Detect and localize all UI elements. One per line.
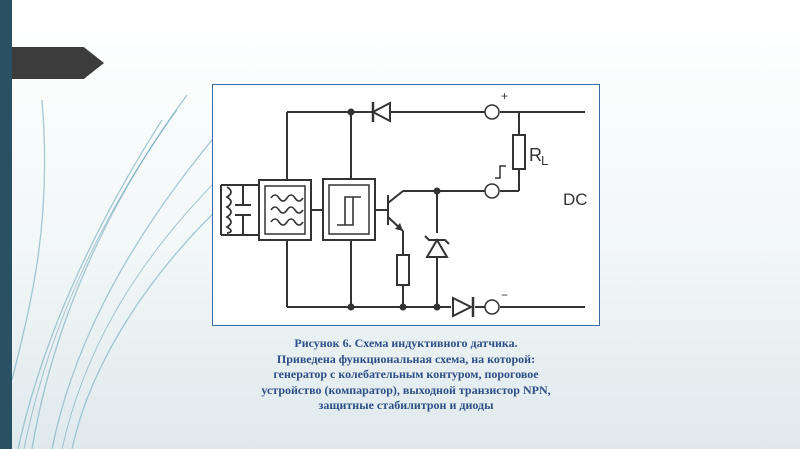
bottom-diode-icon: [452, 296, 475, 318]
caption-line: Рисунок 6. Схема индуктивного датчика.: [294, 336, 518, 350]
slide-accent-bar: [0, 0, 12, 449]
sine-wave-icon: [270, 194, 304, 226]
plus-label: +: [501, 89, 508, 103]
npn-emitter-arrow-icon: [395, 223, 403, 231]
top-diode-icon: [370, 101, 391, 123]
load-subscript: L: [541, 153, 548, 168]
junction-dot: [347, 108, 355, 116]
tank-capacitor-icon: [235, 204, 251, 216]
caption-line: Приведена функциональная схема, на котор…: [276, 351, 536, 366]
load-resistor: [512, 134, 526, 170]
junction-dot: [399, 303, 407, 311]
output-step-icon: [495, 165, 506, 179]
comparator-block: [322, 178, 376, 241]
caption-line: защитные стабилитрон и диоды: [318, 398, 494, 412]
circuit-figure: + − R L DC: [212, 84, 600, 326]
zener-diode-icon: [424, 235, 450, 258]
inductive-sensor-schematic: + − R L DC: [220, 89, 588, 318]
caption-line: генератор с колебательным контуром, поро…: [273, 367, 539, 381]
plus-terminal: [484, 104, 500, 120]
junction-dot: [347, 303, 355, 311]
junction-dot: [433, 187, 441, 195]
hysteresis-icon: [337, 196, 361, 226]
slide-title-tab: [12, 47, 104, 79]
decorative-lines: [12, 94, 228, 449]
junction-dot: [433, 303, 441, 311]
figure-caption: Рисунок 6. Схема индуктивного датчика. П…: [212, 336, 600, 414]
supply-label: DC: [563, 190, 588, 209]
output-terminal: [484, 183, 500, 199]
caption-line: устройство (компаратор), выходной транзи…: [261, 382, 551, 397]
load-label: R: [529, 145, 542, 165]
sensor-coil-icon: [225, 186, 232, 234]
emitter-resistor: [396, 254, 410, 286]
minus-terminal: [484, 299, 500, 315]
generator-block: [258, 179, 312, 241]
minus-label: −: [501, 288, 508, 302]
